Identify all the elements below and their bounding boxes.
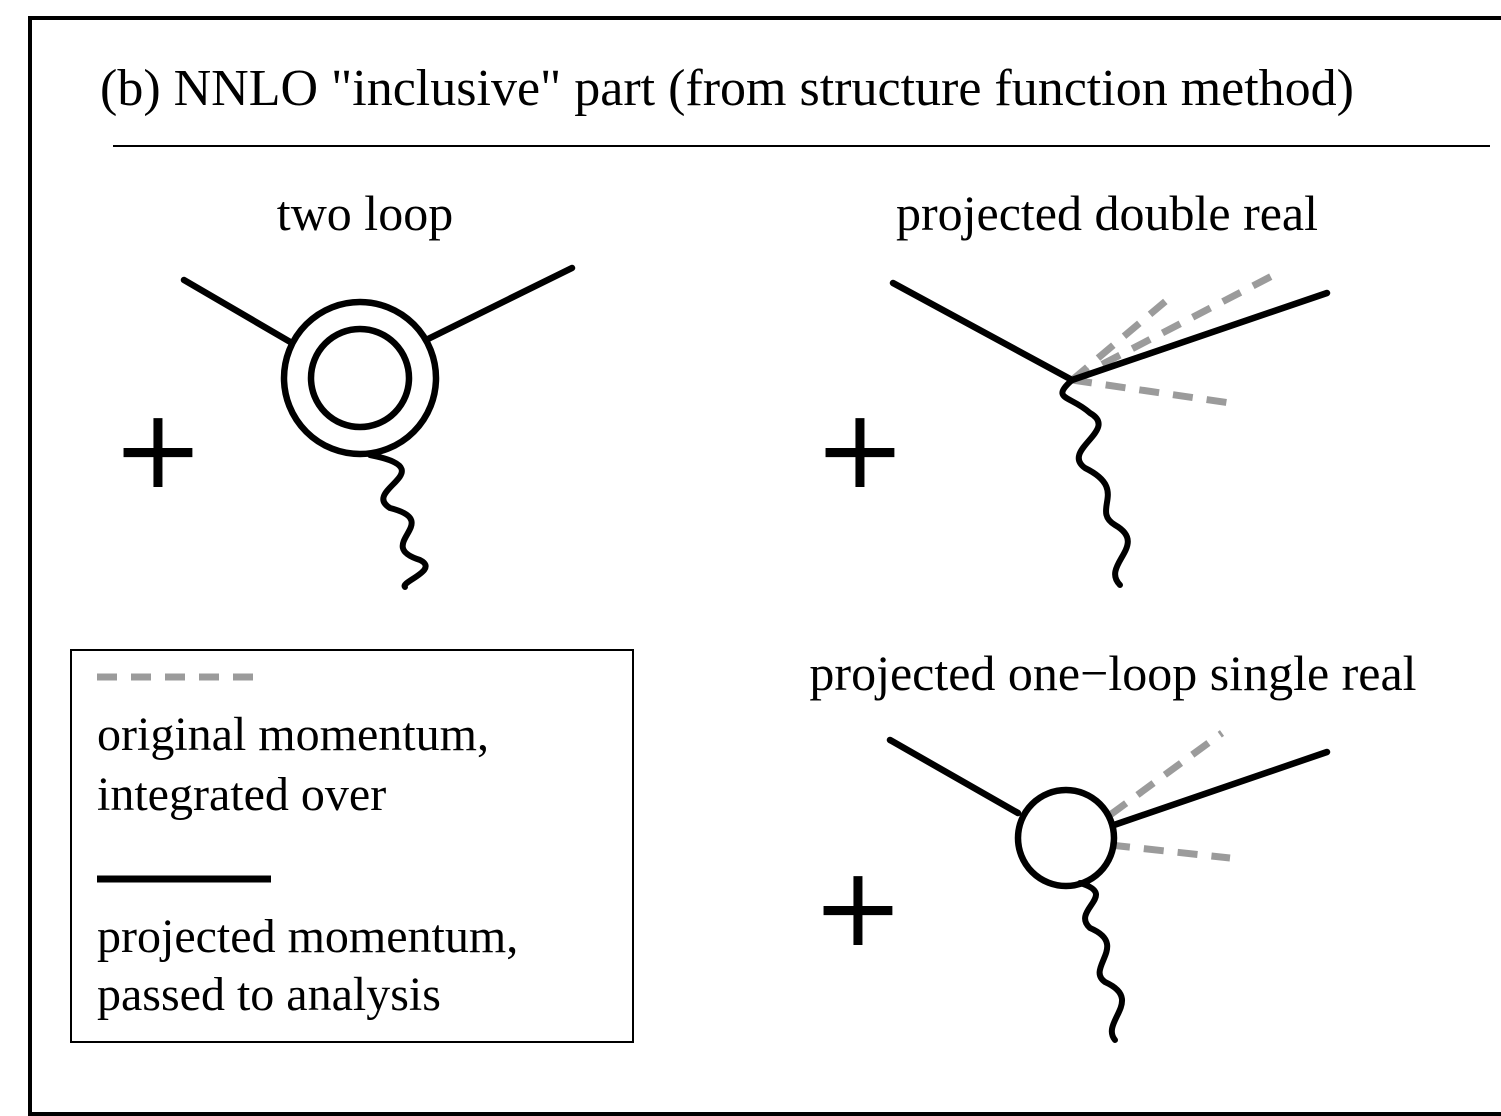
legend-solid-text-1: projected momentum, xyxy=(97,910,518,963)
double-real-outgoing-leg xyxy=(1068,289,1331,384)
legend: original momentum, integrated over proje… xyxy=(70,649,634,1043)
one-loop-single-real-label: projected one−loop single real xyxy=(809,645,1416,701)
two-loop-label: two loop xyxy=(277,185,453,241)
two-loop-outer-loop xyxy=(280,298,440,458)
double-real-label: projected double real xyxy=(896,185,1318,241)
one-loop-bubble xyxy=(1014,786,1118,890)
two-loop-incoming-leg xyxy=(180,276,296,347)
two-loop-outgoing-leg xyxy=(424,264,576,343)
one-loop-single-real-diagram: projected one−loop single real + xyxy=(809,645,1417,1043)
two-loop-inner-loop xyxy=(307,325,413,431)
one-loop-outgoing-leg xyxy=(1110,748,1331,829)
double-real-incoming-leg xyxy=(889,279,1076,384)
double-real-dashed-1 xyxy=(1070,272,1274,384)
one-loop-photon xyxy=(1077,880,1125,1043)
double-real-dashed-2 xyxy=(1069,297,1170,383)
diagram-canvas: (b) NNLO "inclusive" part (from structur… xyxy=(70,60,1490,1043)
double-real-diagram: projected double real + xyxy=(814,185,1331,588)
two-loop-photon xyxy=(367,452,429,590)
panel-title: (b) NNLO "inclusive" part (from structur… xyxy=(100,60,1354,117)
one-loop-incoming-leg xyxy=(886,736,1022,817)
two-loop-plus: + xyxy=(112,385,204,513)
legend-solid-text-2: passed to analysis xyxy=(97,968,441,1021)
two-loop-diagram: two loop + xyxy=(112,185,576,590)
double-real-dashed-3 xyxy=(1071,376,1231,407)
one-loop-dashed-1 xyxy=(1107,730,1225,818)
one-loop-dashed-2 xyxy=(1109,841,1231,862)
double-real-photon xyxy=(1059,377,1131,588)
legend-dashed-text-1: original momentum, xyxy=(97,708,489,761)
one-loop-single-real-plus: + xyxy=(812,843,904,971)
legend-dashed-text-2: integrated over xyxy=(97,768,386,821)
double-real-plus: + xyxy=(814,385,906,513)
legend-box xyxy=(70,649,634,1043)
